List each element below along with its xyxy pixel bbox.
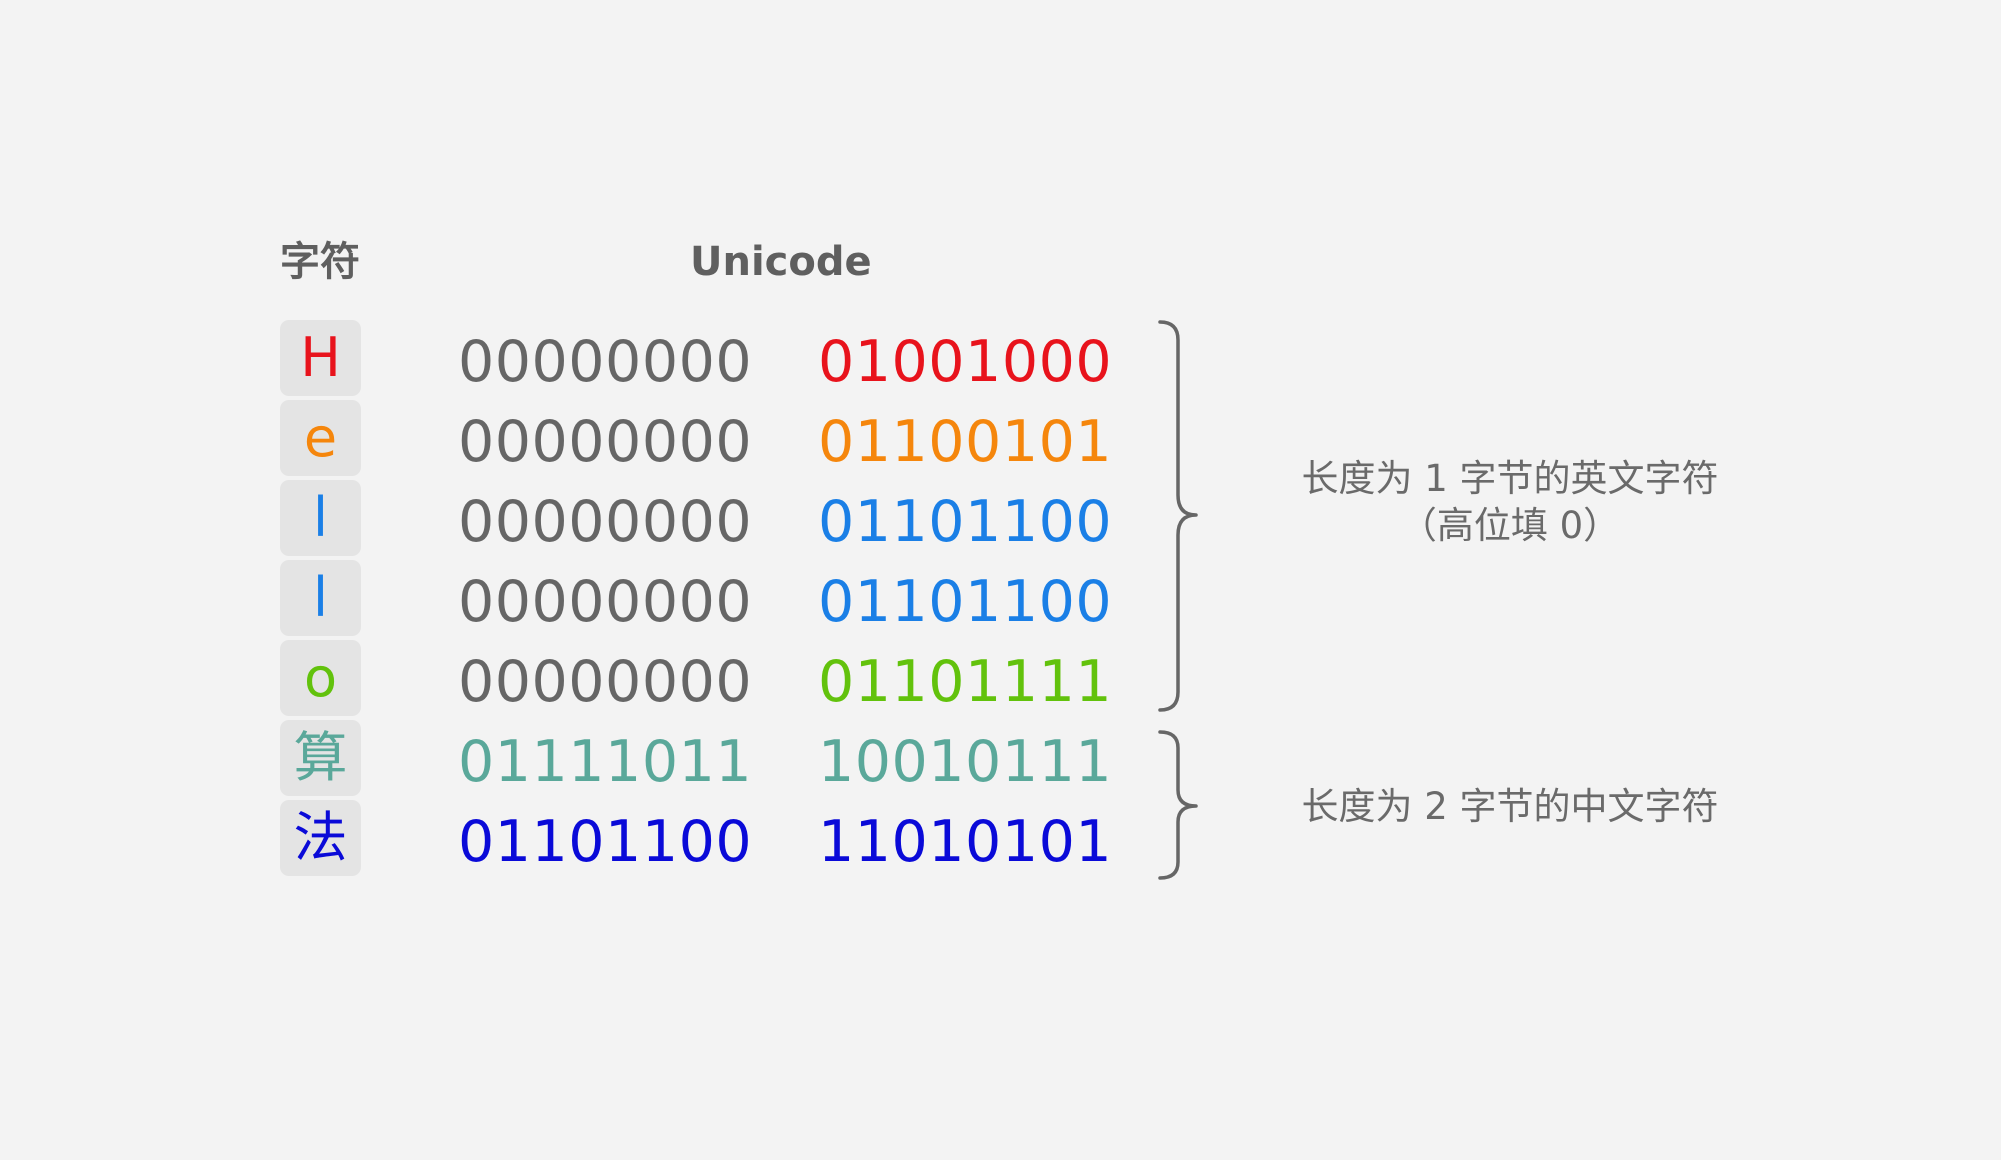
english-annotation: 长度为 1 字节的英文字符 （高位填 0） xyxy=(1260,455,1760,549)
high-byte: 00000000 xyxy=(458,329,753,395)
char-cell: l xyxy=(280,480,361,556)
low-byte: 01101100 xyxy=(818,489,1113,555)
chinese-brace xyxy=(1158,730,1198,880)
char-glyph: 算 xyxy=(293,726,348,789)
char-glyph: o xyxy=(303,646,338,709)
low-byte: 01100101 xyxy=(818,409,1113,475)
low-byte-column: 01001000 01100101 01101100 01101100 0110… xyxy=(818,322,1118,882)
low-byte: 11010101 xyxy=(818,809,1113,875)
char-glyph: 法 xyxy=(293,806,348,869)
char-glyph: H xyxy=(300,326,341,389)
low-byte: 10010111 xyxy=(818,729,1113,795)
low-byte: 01001000 xyxy=(818,329,1113,395)
english-annotation-line2: （高位填 0） xyxy=(1399,504,1621,547)
char-glyph: e xyxy=(303,406,338,469)
char-glyph: l xyxy=(312,486,328,549)
high-byte: 00000000 xyxy=(458,649,753,715)
char-column: H e l l o 算 法 xyxy=(280,320,361,880)
low-byte: 01101100 xyxy=(818,569,1113,635)
unicode-column-header: Unicode xyxy=(690,239,872,285)
char-cell: 算 xyxy=(280,720,361,796)
brace-group xyxy=(1158,320,1198,880)
high-byte: 01111011 xyxy=(458,729,753,795)
char-column-header: 字符 xyxy=(280,239,360,285)
low-byte: 01101111 xyxy=(818,649,1113,715)
char-cell: l xyxy=(280,560,361,636)
high-byte: 00000000 xyxy=(458,569,753,635)
char-cell: H xyxy=(280,320,361,396)
char-cell: o xyxy=(280,640,361,716)
english-annotation-line1: 长度为 1 字节的英文字符 xyxy=(1301,457,1719,500)
chinese-annotation: 长度为 2 字节的中文字符 xyxy=(1301,785,1719,828)
english-brace xyxy=(1158,320,1198,712)
high-byte: 01101100 xyxy=(458,809,753,875)
high-byte: 00000000 xyxy=(458,409,753,475)
high-byte: 00000000 xyxy=(458,489,753,555)
char-glyph: l xyxy=(312,566,328,629)
char-cell: 法 xyxy=(280,800,361,876)
high-byte-column: 00000000 00000000 00000000 00000000 0000… xyxy=(458,322,758,882)
char-cell: e xyxy=(280,400,361,476)
